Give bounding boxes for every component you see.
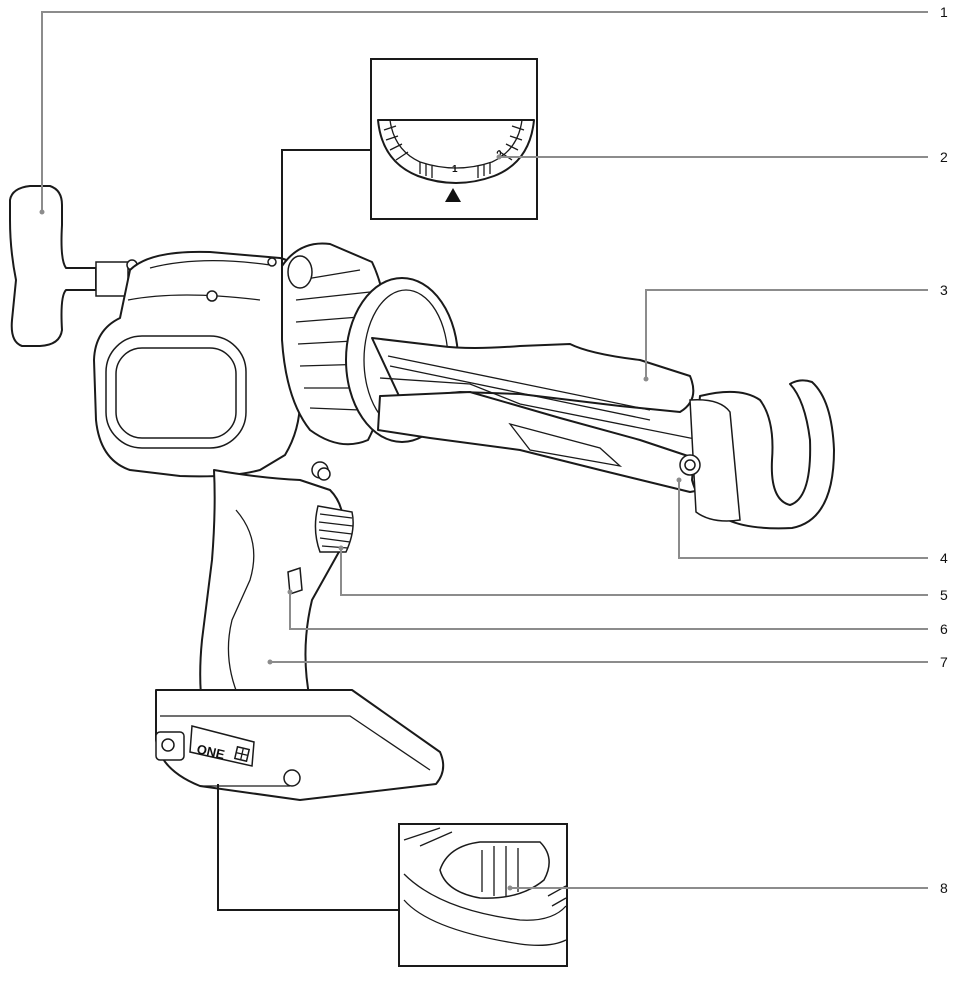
collar-ribs: [295, 269, 373, 411]
dial-grip-ticks: [383, 125, 525, 161]
base-bump: [283, 769, 301, 787]
leader-1: [41, 11, 928, 212]
callout-number-4: 4: [940, 550, 948, 566]
clip-edge-1: [403, 899, 567, 946]
callout-number-2: 2: [940, 149, 948, 165]
slot-detail: [508, 422, 623, 468]
callout-number-1: 1: [940, 4, 948, 20]
base-screw: [161, 738, 175, 752]
side-pad-inner: [115, 347, 237, 439]
collar-knob: [287, 255, 313, 289]
one-plus-logo: ONE: [189, 725, 255, 767]
dial-mark-1: 1: [452, 164, 458, 175]
callout-number-7: 7: [940, 654, 948, 670]
leader-4: [678, 480, 928, 559]
leader-6: [289, 592, 928, 630]
clip-ribs: [481, 846, 519, 896]
housing-top-ridge: [127, 260, 271, 301]
tool-drawing: ONE: [9, 185, 835, 801]
callout-number-5: 5: [940, 587, 948, 603]
plus-icon: [236, 748, 248, 760]
t-handle: [9, 185, 97, 347]
dial-face: [377, 119, 535, 184]
dial-connector-line: [281, 149, 371, 266]
clip-edge-2: [403, 873, 567, 921]
callout-leaders: [39, 11, 928, 891]
barrel-frame: [371, 337, 695, 413]
dial-inset: 1 2: [281, 58, 538, 266]
barrel-groove: [379, 377, 701, 441]
dial-detents: [419, 162, 491, 178]
callout-number-8: 8: [940, 880, 948, 896]
callout-number-3: 3: [940, 282, 948, 298]
dial-indicator-arrow-icon: [445, 188, 461, 202]
housing-screw-2: [267, 257, 277, 267]
logo-text: ONE: [195, 741, 226, 762]
clip-inset: [217, 784, 568, 967]
leader-5: [340, 548, 928, 596]
base-edge: [160, 715, 431, 787]
handle-screw: [317, 467, 331, 481]
leader-3: [645, 289, 928, 379]
direction-switch: [287, 566, 303, 596]
rack-teeth: [387, 355, 651, 421]
callout-number-6: 6: [940, 621, 948, 637]
callout-numbers: 1 2 3 4 5 6 7 8: [940, 4, 948, 896]
plunger-rod: [95, 261, 129, 297]
housing-screw-1: [206, 290, 218, 302]
clip-connector-line: [217, 784, 399, 911]
release-button-center: [684, 459, 696, 471]
trigger-ribs: [318, 513, 354, 549]
clip-edge-details: [403, 827, 567, 907]
trigger: [314, 505, 354, 553]
hook-plate: [689, 399, 741, 522]
handle-contour: [227, 509, 300, 701]
dial-mark-2: 2: [495, 148, 507, 160]
